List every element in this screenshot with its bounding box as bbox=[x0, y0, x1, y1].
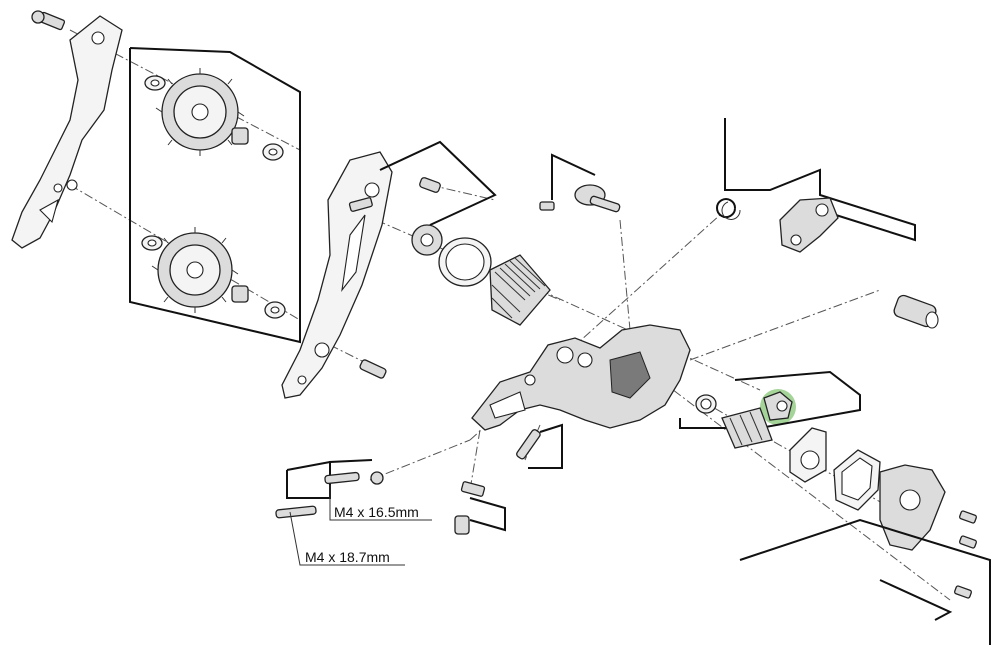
limit-screw-frame bbox=[528, 423, 563, 469]
cable-anchor bbox=[454, 481, 486, 535]
bolt-label-18-7: M4 x 18.7mm bbox=[305, 549, 390, 565]
highlighted-part-marker bbox=[760, 389, 796, 425]
pulley-group-frame bbox=[129, 47, 301, 344]
clutch-shaft bbox=[721, 407, 773, 449]
plate-screw-top bbox=[31, 10, 66, 31]
upper-jockey-pulley bbox=[155, 68, 245, 156]
return-spring bbox=[489, 254, 551, 326]
clutch-cover bbox=[879, 464, 946, 551]
bolt-label-16-5: M4 x 16.5mm bbox=[334, 504, 419, 520]
cable-anchor-frame bbox=[469, 497, 506, 532]
cover-gasket bbox=[833, 449, 881, 511]
cage-stop-screw bbox=[419, 177, 441, 193]
limit-screw bbox=[516, 429, 541, 460]
cage-callout-frame bbox=[379, 140, 497, 226]
pulley-bushings bbox=[231, 127, 286, 319]
cover-screws bbox=[954, 510, 977, 599]
cover-callout-frame bbox=[739, 518, 991, 645]
lower-jockey-pulley bbox=[151, 227, 239, 313]
clutch-ring bbox=[695, 394, 717, 414]
clutch-cam-plate bbox=[789, 427, 827, 483]
outer-guide-plate bbox=[11, 15, 123, 249]
snap-ring bbox=[438, 237, 492, 287]
cable-adjuster-frame bbox=[551, 153, 596, 200]
cable-adjuster bbox=[539, 184, 621, 213]
clutch-frame bbox=[679, 370, 861, 429]
bolt-label-leaders bbox=[289, 485, 432, 566]
washers bbox=[141, 75, 166, 251]
lower-cage-screw bbox=[359, 359, 387, 379]
b-knuckle-frame bbox=[724, 118, 916, 242]
spring-washer bbox=[411, 224, 443, 256]
mount-bolt-short bbox=[324, 471, 384, 485]
derailleur-main-body bbox=[471, 324, 691, 431]
snap-c-ring bbox=[716, 198, 741, 220]
b-axle-bolt bbox=[893, 294, 939, 329]
inner-cage-plate bbox=[281, 151, 393, 399]
b-knuckle-link bbox=[779, 197, 839, 253]
mount-bolt-long bbox=[275, 505, 317, 519]
